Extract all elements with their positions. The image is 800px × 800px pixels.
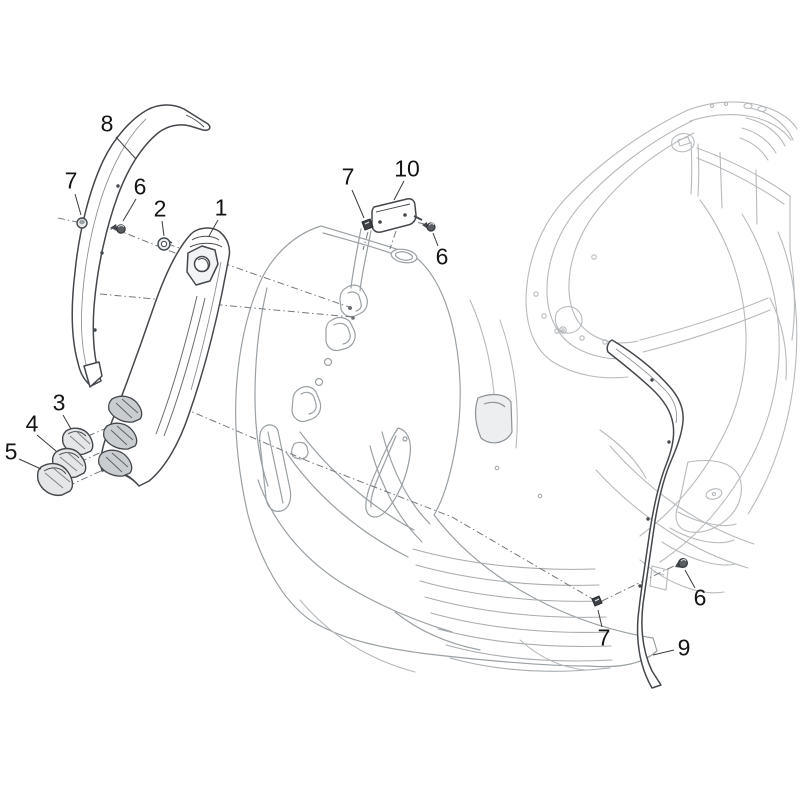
callout-leader-3 [62,414,72,430]
callout-label-3: 3 [52,389,66,416]
callout-leader-10 [393,180,405,201]
part-9-right-trim-strip [606,339,684,689]
footboard-ribs [412,465,613,672]
callout-leader-4 [36,434,57,452]
callout-leader-9 [652,649,675,656]
callout-leader-7 [597,609,603,628]
fastener-bolt-2 [157,237,173,251]
callout-label-5: 5 [4,438,18,465]
callout-label-7: 7 [597,624,611,651]
part-5-fin-insert [36,462,74,497]
callout-label-4: 4 [25,410,39,437]
front-shield-panel [235,225,658,668]
fastener-nut-7-right [591,595,603,607]
callout-label-6: 6 [693,584,707,611]
callout-leader-2 [161,220,165,237]
callout-label-7: 7 [64,167,78,194]
callout-label-2: 2 [153,195,167,222]
callout-label-6: 6 [133,173,147,200]
scooter-body-frame [469,101,798,569]
fastener-nut-7-middle [361,218,374,231]
callout-leader-7 [351,189,365,219]
callout-leader-6 [122,198,137,222]
callout-leader-6 [432,232,439,247]
callout-label-7: 7 [341,163,355,190]
body-lower-right [299,459,742,673]
callout-leader-1 [208,219,219,237]
fastener-screw-6-middle [422,222,436,232]
callout-label-8: 8 [100,110,114,137]
part-3-fin-insert [61,427,94,456]
callout-label-6: 6 [435,243,449,270]
fastener-screw-6-left [110,224,126,234]
front-suspension-piece [475,393,513,444]
callout-leader-8 [115,136,137,160]
callout-leader-5 [18,458,42,470]
callout-label-10: 10 [394,155,420,182]
callout-label-9: 9 [677,634,691,661]
callout-leader-6 [684,569,696,589]
callout-leader-7 [74,193,82,216]
fastener-screw-6-right [675,557,688,568]
part-1-attached-fins [97,395,143,477]
callout-label-1: 1 [214,194,228,221]
part-10-bracket [371,198,423,233]
fastener-nut-7-left [76,217,88,229]
